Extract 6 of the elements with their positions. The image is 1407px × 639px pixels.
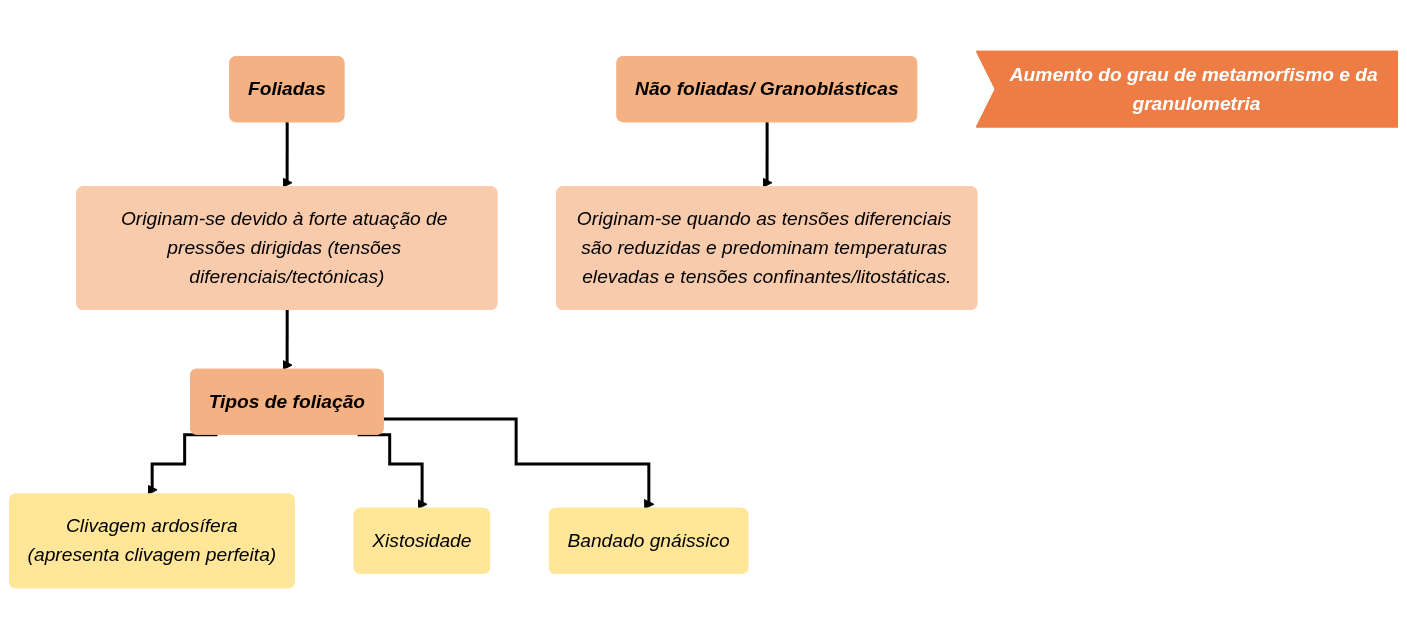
arrow — [147, 433, 218, 496]
arrow — [282, 308, 293, 371]
arrow — [383, 417, 655, 510]
arrow — [762, 120, 773, 188]
arrow — [282, 120, 293, 188]
arrow — [357, 433, 428, 510]
